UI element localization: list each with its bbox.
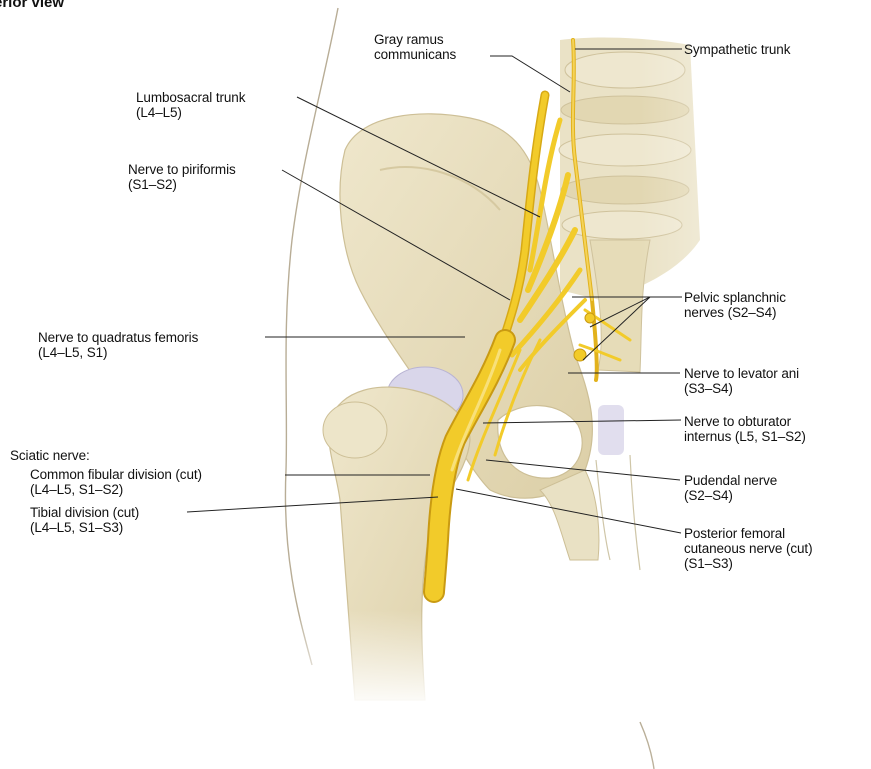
label-nerve-to-levator: Nerve to levator ani (S3–S4) xyxy=(684,366,799,396)
label-pudendal-nerve: Pudendal nerve (S2–S4) xyxy=(684,473,777,503)
label-tibial-division: Tibial division (cut) (L4–L5, S1–S3) xyxy=(30,505,139,535)
label-gray-ramus: Gray ramus communicans xyxy=(374,32,456,62)
label-nerve-to-piriformis: Nerve to piriformis (S1–S2) xyxy=(128,162,236,192)
label-lumbosacral-trunk: Lumbosacral trunk (L4–L5) xyxy=(136,90,245,120)
label-common-fibular: Common fibular division (cut) (L4–L5, S1… xyxy=(30,467,202,497)
label-nerve-to-quadratus: Nerve to quadratus femoris (L4–L5, S1) xyxy=(38,330,198,360)
label-pelvic-splanchnic: Pelvic splanchnic nerves (S2–S4) xyxy=(684,290,786,320)
label-sciatic-nerve: Sciatic nerve: xyxy=(10,448,90,463)
view-title: erior view xyxy=(0,0,64,11)
label-posterior-femoral: Posterior femoral cutaneous nerve (cut) … xyxy=(684,526,812,571)
label-sympathetic-trunk: Sympathetic trunk xyxy=(684,42,790,57)
label-nerve-to-obturator: Nerve to obturator internus (L5, S1–S2) xyxy=(684,414,806,444)
